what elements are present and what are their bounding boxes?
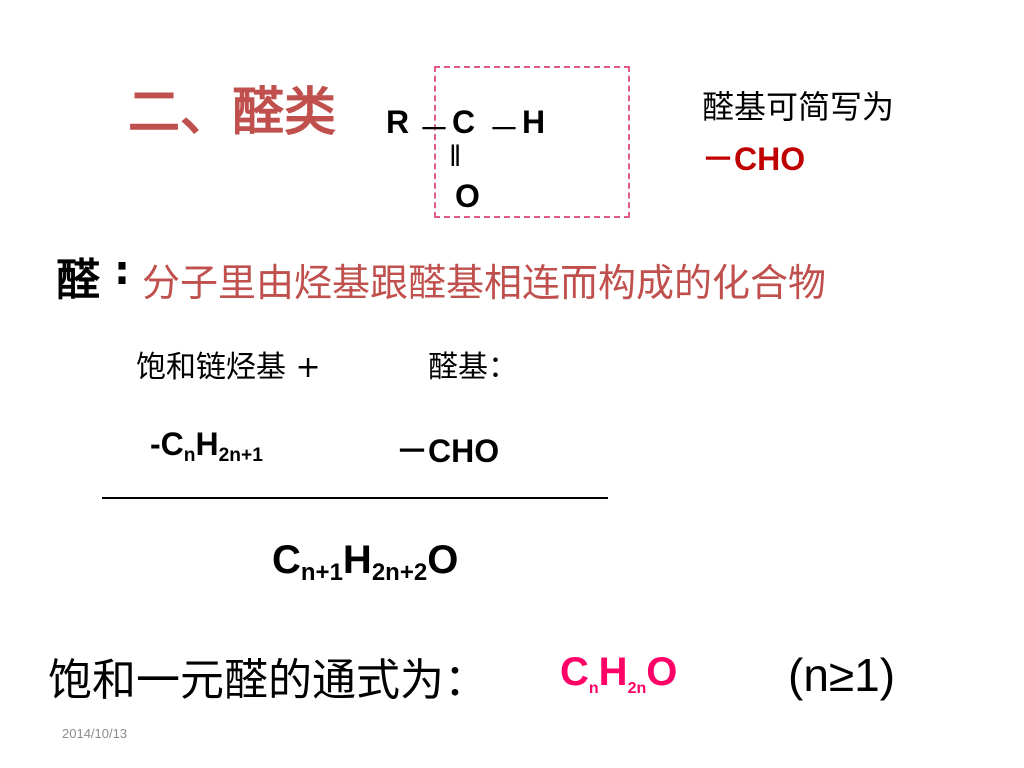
structure-o: O [455,178,480,214]
general-formula-sub-n: n [588,680,599,697]
aldehyde-group-highlight-box [434,66,630,218]
formula-result-o: O [427,538,459,582]
label-aldehyde-group: 醛基： [428,350,518,385]
general-formula-o: O [646,650,678,694]
slide-title: 二、醛类 [128,83,337,143]
general-formula-sub-2n: 2n [627,680,647,697]
formula-result-h: H [342,538,372,582]
formula-result-sub-n1: n+1 [300,559,343,587]
structure-double-bond: ‖ [449,140,462,173]
slide-date: 2014/10/13 [62,726,128,741]
summary-text: 饱和一元醛的通式为： [48,655,488,706]
definition-colon: : [114,248,130,294]
formula-result-sub-2n2: 2n+2 [371,559,428,587]
definition-text: 分子里由烃基跟醛基相连而构成的化合物 [142,261,827,305]
formula-cho: －CHO [396,433,500,469]
general-formula-c: C [560,650,589,694]
sum-divider-line [102,497,608,499]
note-cho-formula: －CHO [702,141,806,177]
formula-alkyl-h: H [195,426,219,462]
structure-r: R [386,104,410,140]
general-formula-h: H [598,650,628,694]
structure-c: C [452,104,476,140]
formula-alkyl-sub-n: n [183,444,196,466]
structure-h: H [522,104,546,140]
label-saturated-alkyl: 饱和链烃基 + [136,350,321,385]
formula-alkyl-sub-2n1: 2n+1 [218,444,263,466]
structure-bond-1: － [418,111,451,147]
definition-term: 醛 [56,255,100,306]
formula-result: Cn+1H2n+2O [272,538,459,587]
general-formula: CnH2nO [560,650,678,697]
structure-bond-2: － [488,111,521,147]
note-abbreviation-text: 醛基可简写为 [702,88,895,126]
formula-alkyl-prefix: -C [150,426,184,462]
condition-text: (n≥1) [788,649,896,701]
formula-result-c: C [272,538,301,582]
formula-alkyl: -CnH2n+1 [150,426,263,466]
